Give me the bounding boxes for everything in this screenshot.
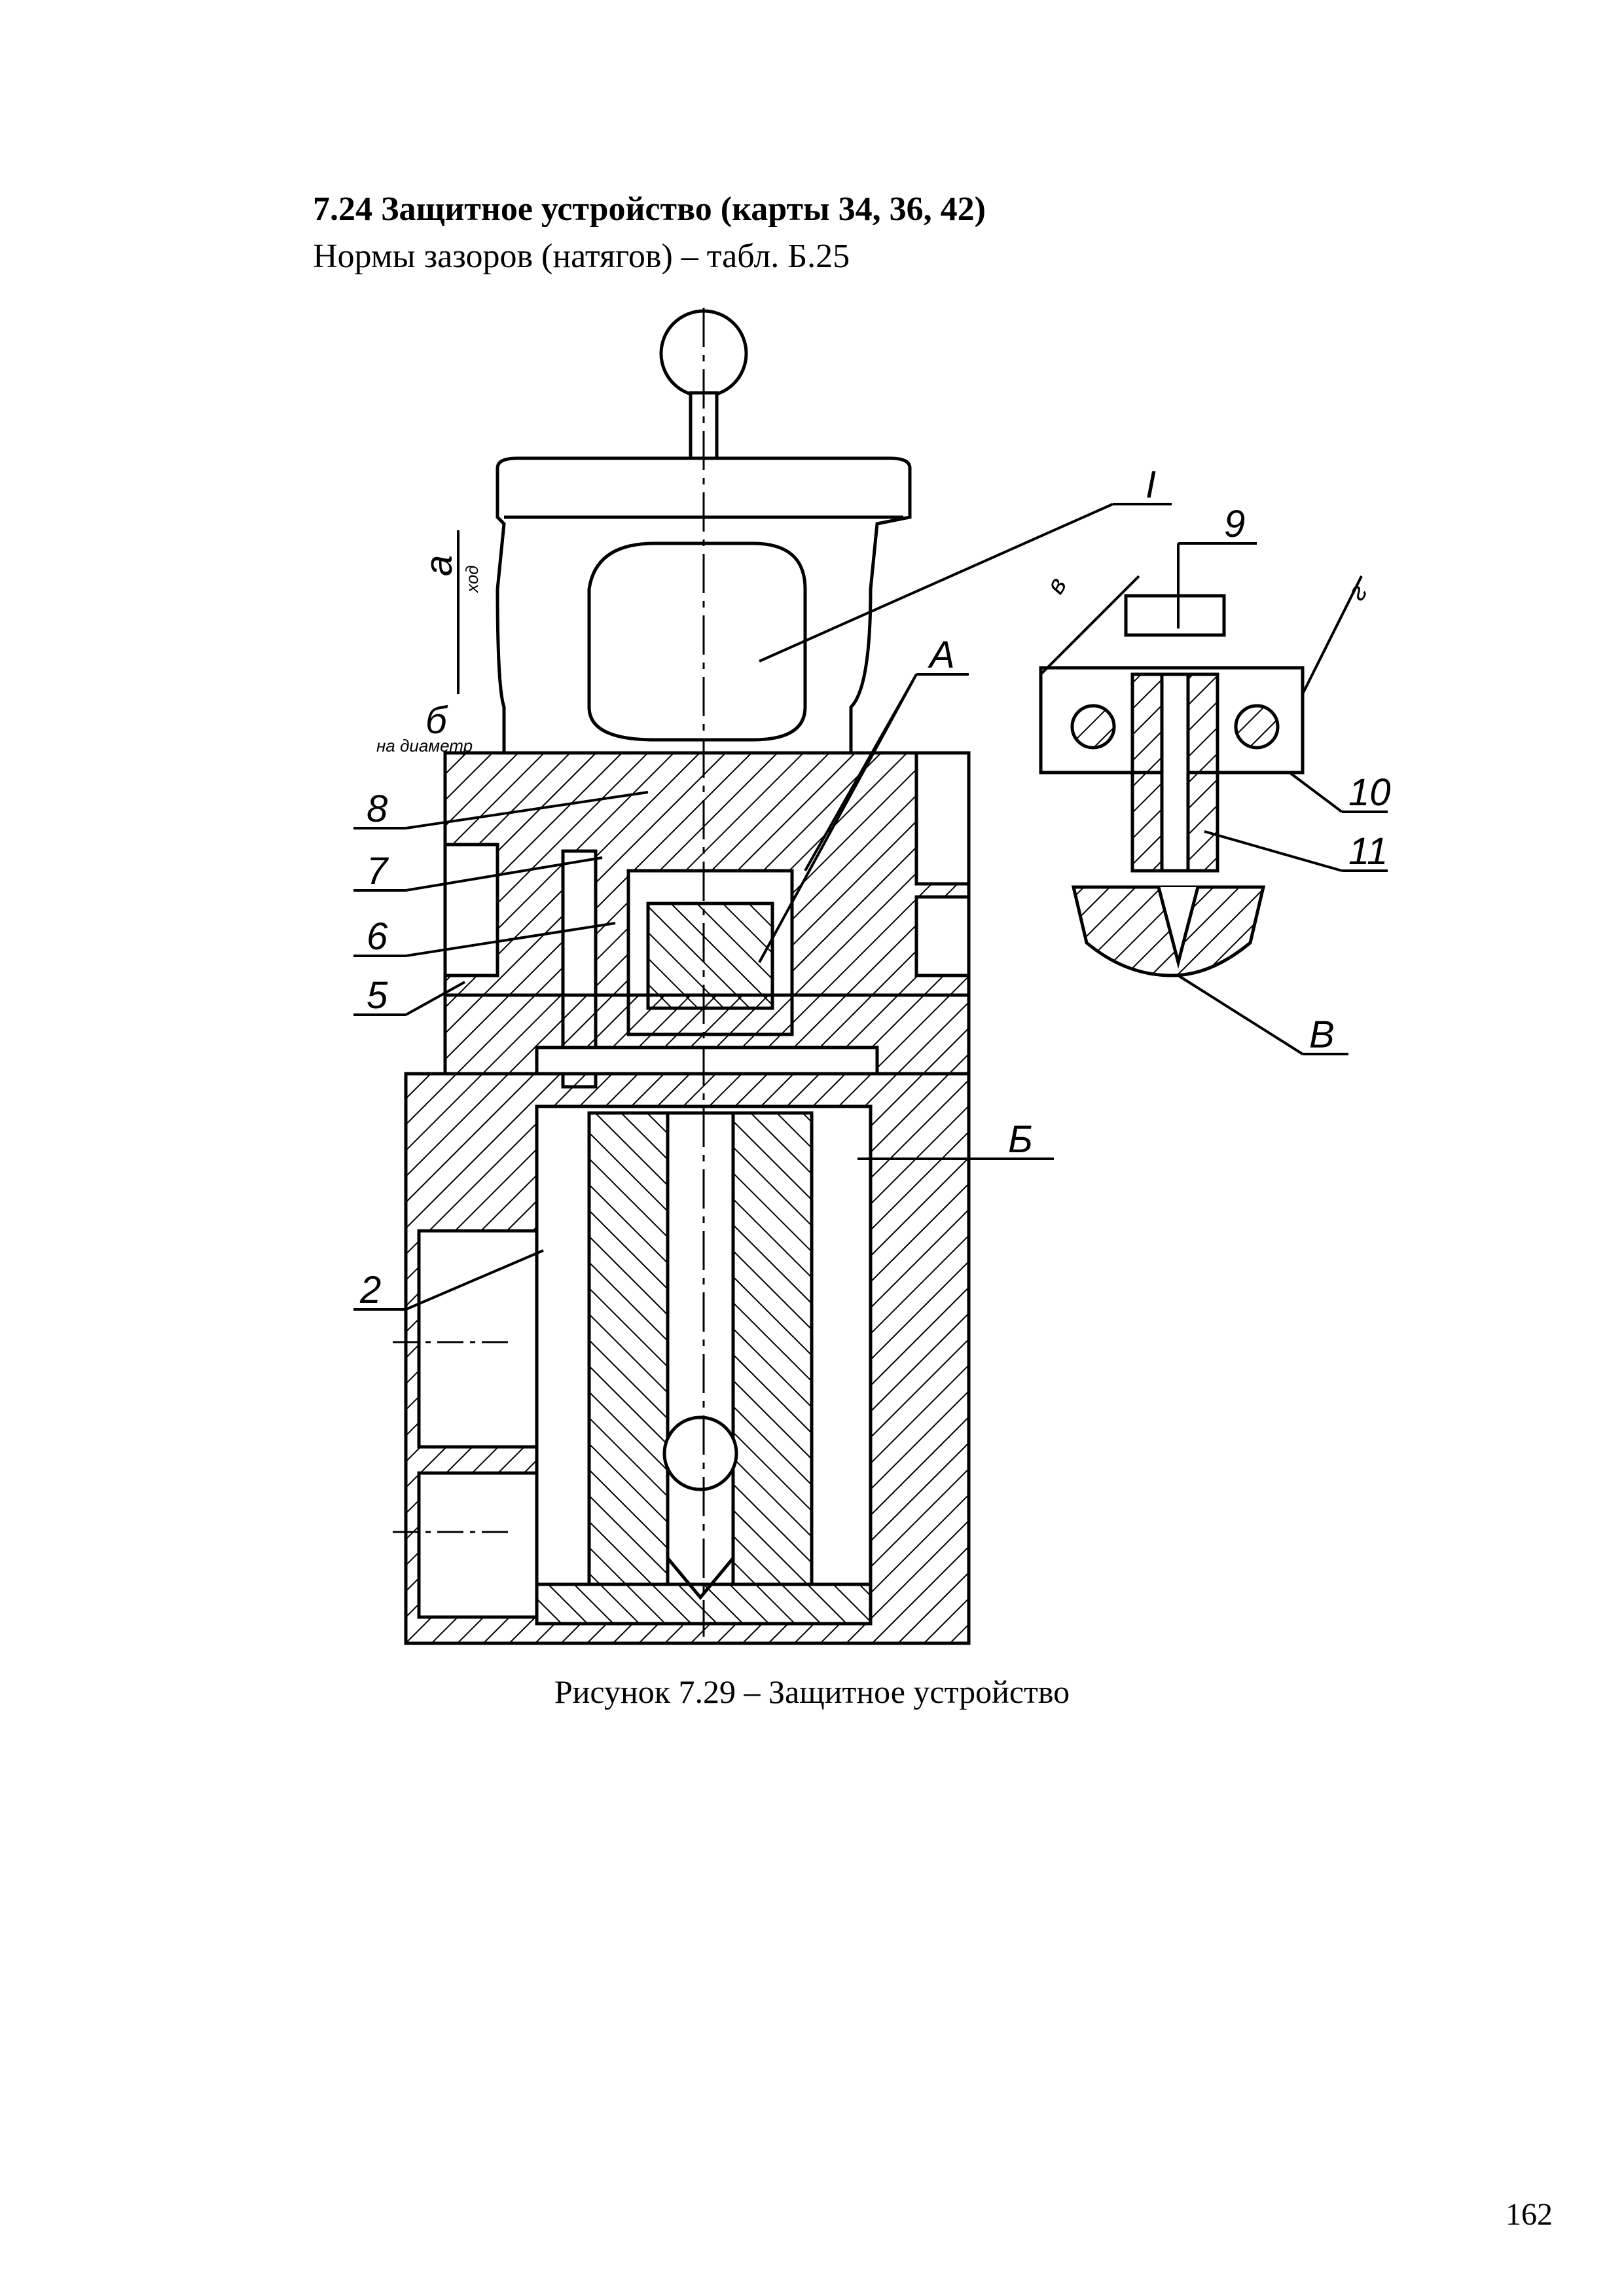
label-9: 9 — [1224, 503, 1245, 545]
cap — [496, 456, 956, 755]
section-heading: 7.24 Защитное устройство (карты 34, 36, … — [313, 191, 986, 228]
label-v-small: в — [1041, 572, 1073, 598]
label-V: В — [1309, 1013, 1335, 1056]
label-6: 6 — [367, 915, 388, 958]
detail-pin-left — [1070, 704, 1116, 750]
label-A: А — [928, 634, 955, 676]
check-ball — [662, 1415, 738, 1491]
label-2: 2 — [359, 1269, 381, 1311]
figure-caption: Рисунок 7.29 – Защитное устройство — [554, 1673, 1070, 1710]
page-number: 162 — [1506, 2197, 1553, 2232]
label-11: 11 — [1348, 830, 1388, 873]
central-rod-channel — [666, 1111, 735, 1586]
label-7: 7 — [367, 850, 389, 892]
label-I: I — [1146, 464, 1156, 506]
detail-seat — [1071, 885, 1266, 977]
detail-pin-right — [1234, 704, 1280, 750]
label-B: Б — [1008, 1118, 1033, 1161]
label-b-small: б — [425, 699, 448, 742]
label-hod: ход — [462, 565, 482, 594]
label-a: а — [418, 555, 460, 576]
label-5: 5 — [367, 974, 388, 1017]
label-na-diametr: на диаметр — [376, 736, 473, 756]
section-subheading: Нормы зазоров (натягов) – табл. Б.25 — [313, 238, 850, 275]
cap-window — [587, 541, 807, 742]
label-8: 8 — [367, 788, 388, 830]
label-10: 10 — [1348, 771, 1391, 814]
